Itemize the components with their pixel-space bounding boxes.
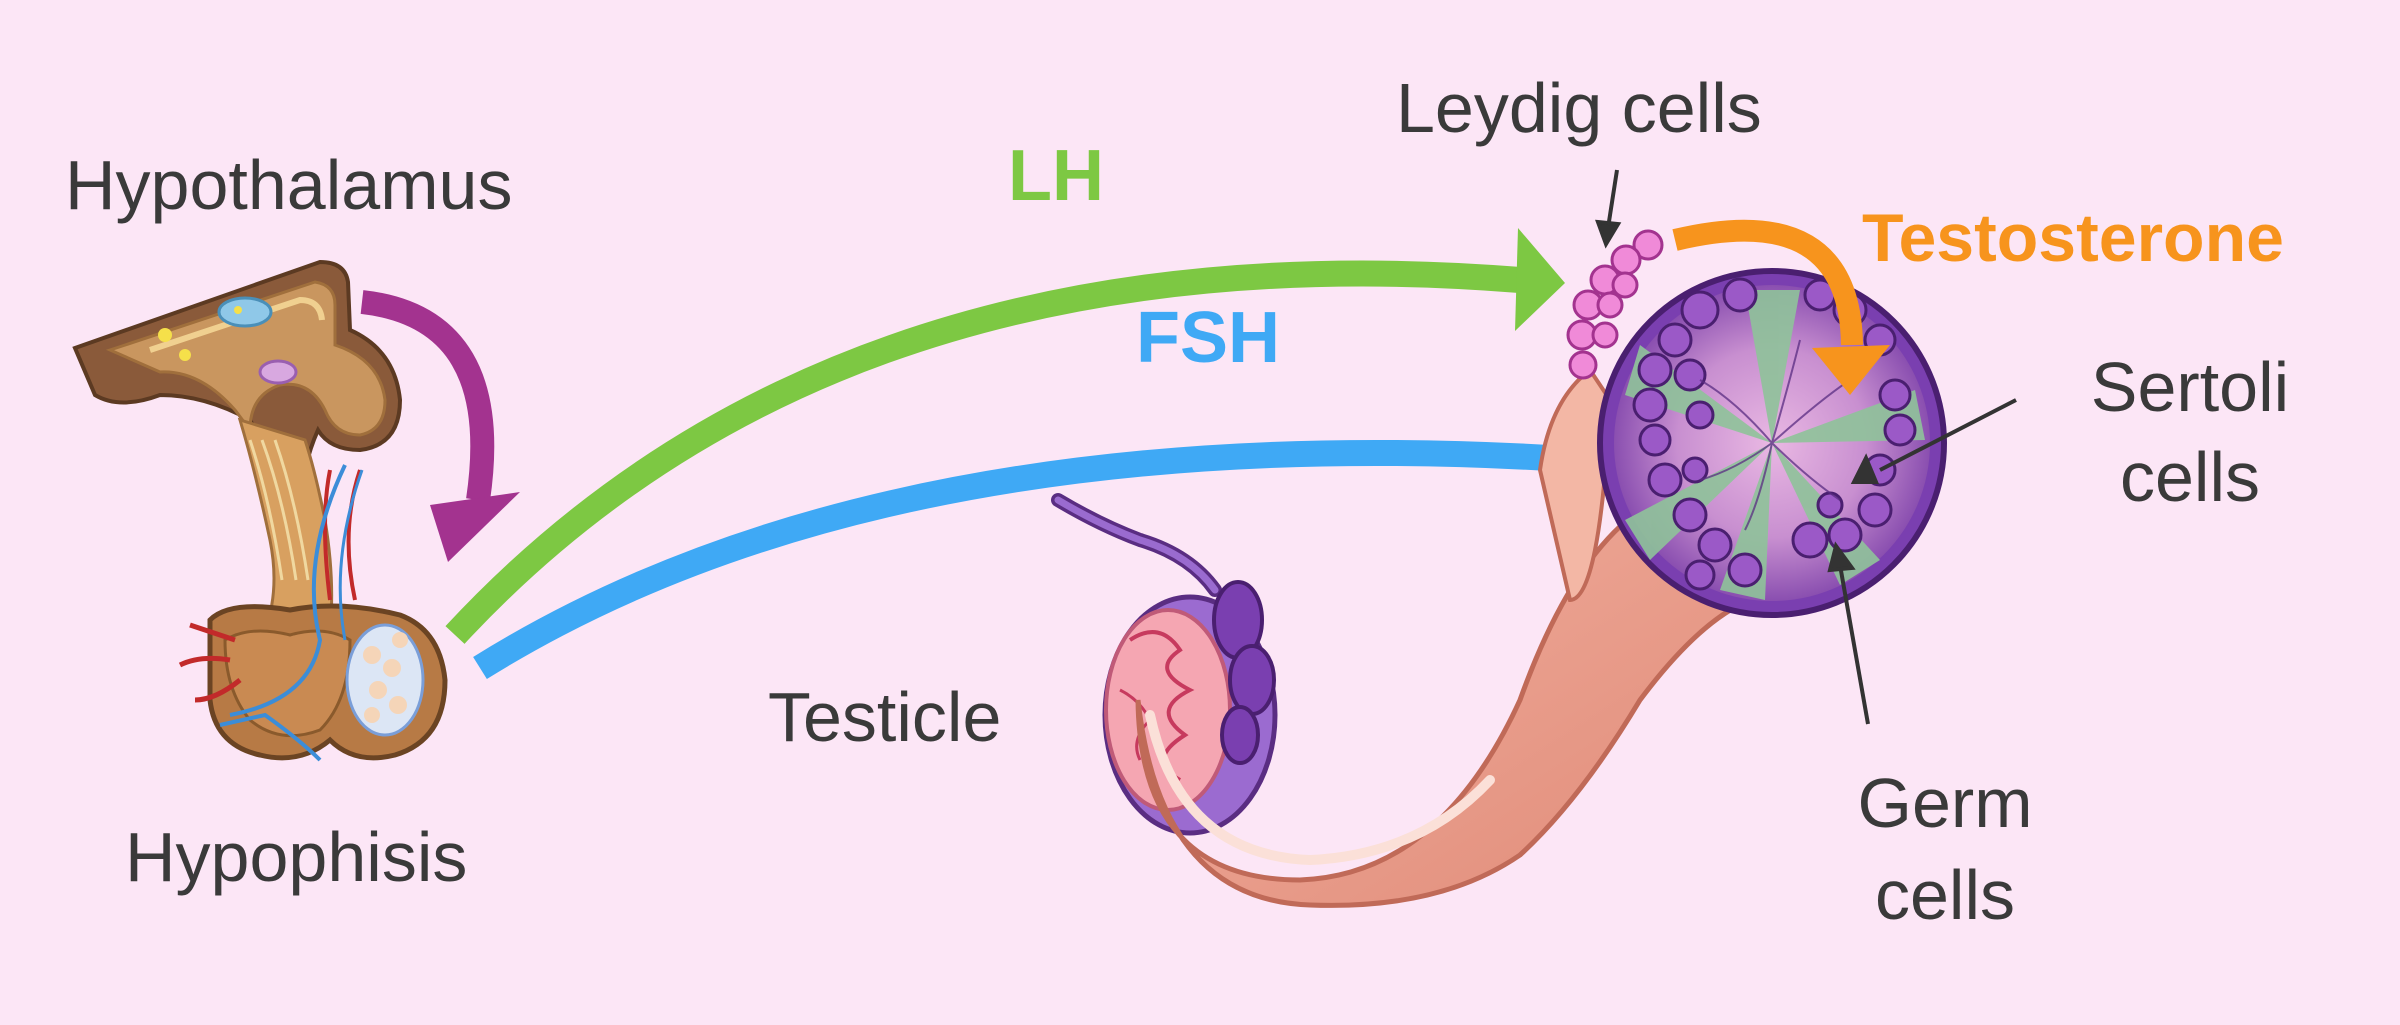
testicle-label: Testicle xyxy=(768,678,1002,756)
hypothalamus-label: Hypothalamus xyxy=(65,146,513,224)
germ-label-line2: cells xyxy=(1874,856,2016,934)
gland-lobe-icon xyxy=(345,623,425,737)
germ-cells-label: Germ cells xyxy=(1825,768,2065,930)
lh-label: LH xyxy=(1008,136,1104,216)
fsh-label: FSH xyxy=(1136,298,1280,378)
germ-label-line1: Germ xyxy=(1857,764,2033,842)
neuron-icon xyxy=(158,306,242,361)
leydig-cells-label: Leydig cells xyxy=(1396,69,1762,147)
lh-arrow xyxy=(445,228,1565,644)
leydig-cells-cluster xyxy=(1566,229,1664,380)
epididymis-icon xyxy=(1212,580,1276,765)
tubule-cross-section xyxy=(1597,268,1947,618)
pointer-lines xyxy=(1595,169,2017,725)
sertoli-label-line1: Sertoli xyxy=(2090,348,2290,426)
sertoli-cells-label: Sertoli cells xyxy=(2070,352,2310,512)
hypophisis-label: Hypophisis xyxy=(125,818,468,896)
hypothalamus-illustration xyxy=(72,259,448,762)
hypothalamus-to-hypophysis-arrow xyxy=(360,290,520,562)
testosterone-arrow xyxy=(1672,219,1890,395)
sertoli-label-line2: cells xyxy=(2119,438,2261,516)
testosterone-label: Testosterone xyxy=(1862,200,2284,276)
testicle-illustration xyxy=(1051,493,1278,836)
